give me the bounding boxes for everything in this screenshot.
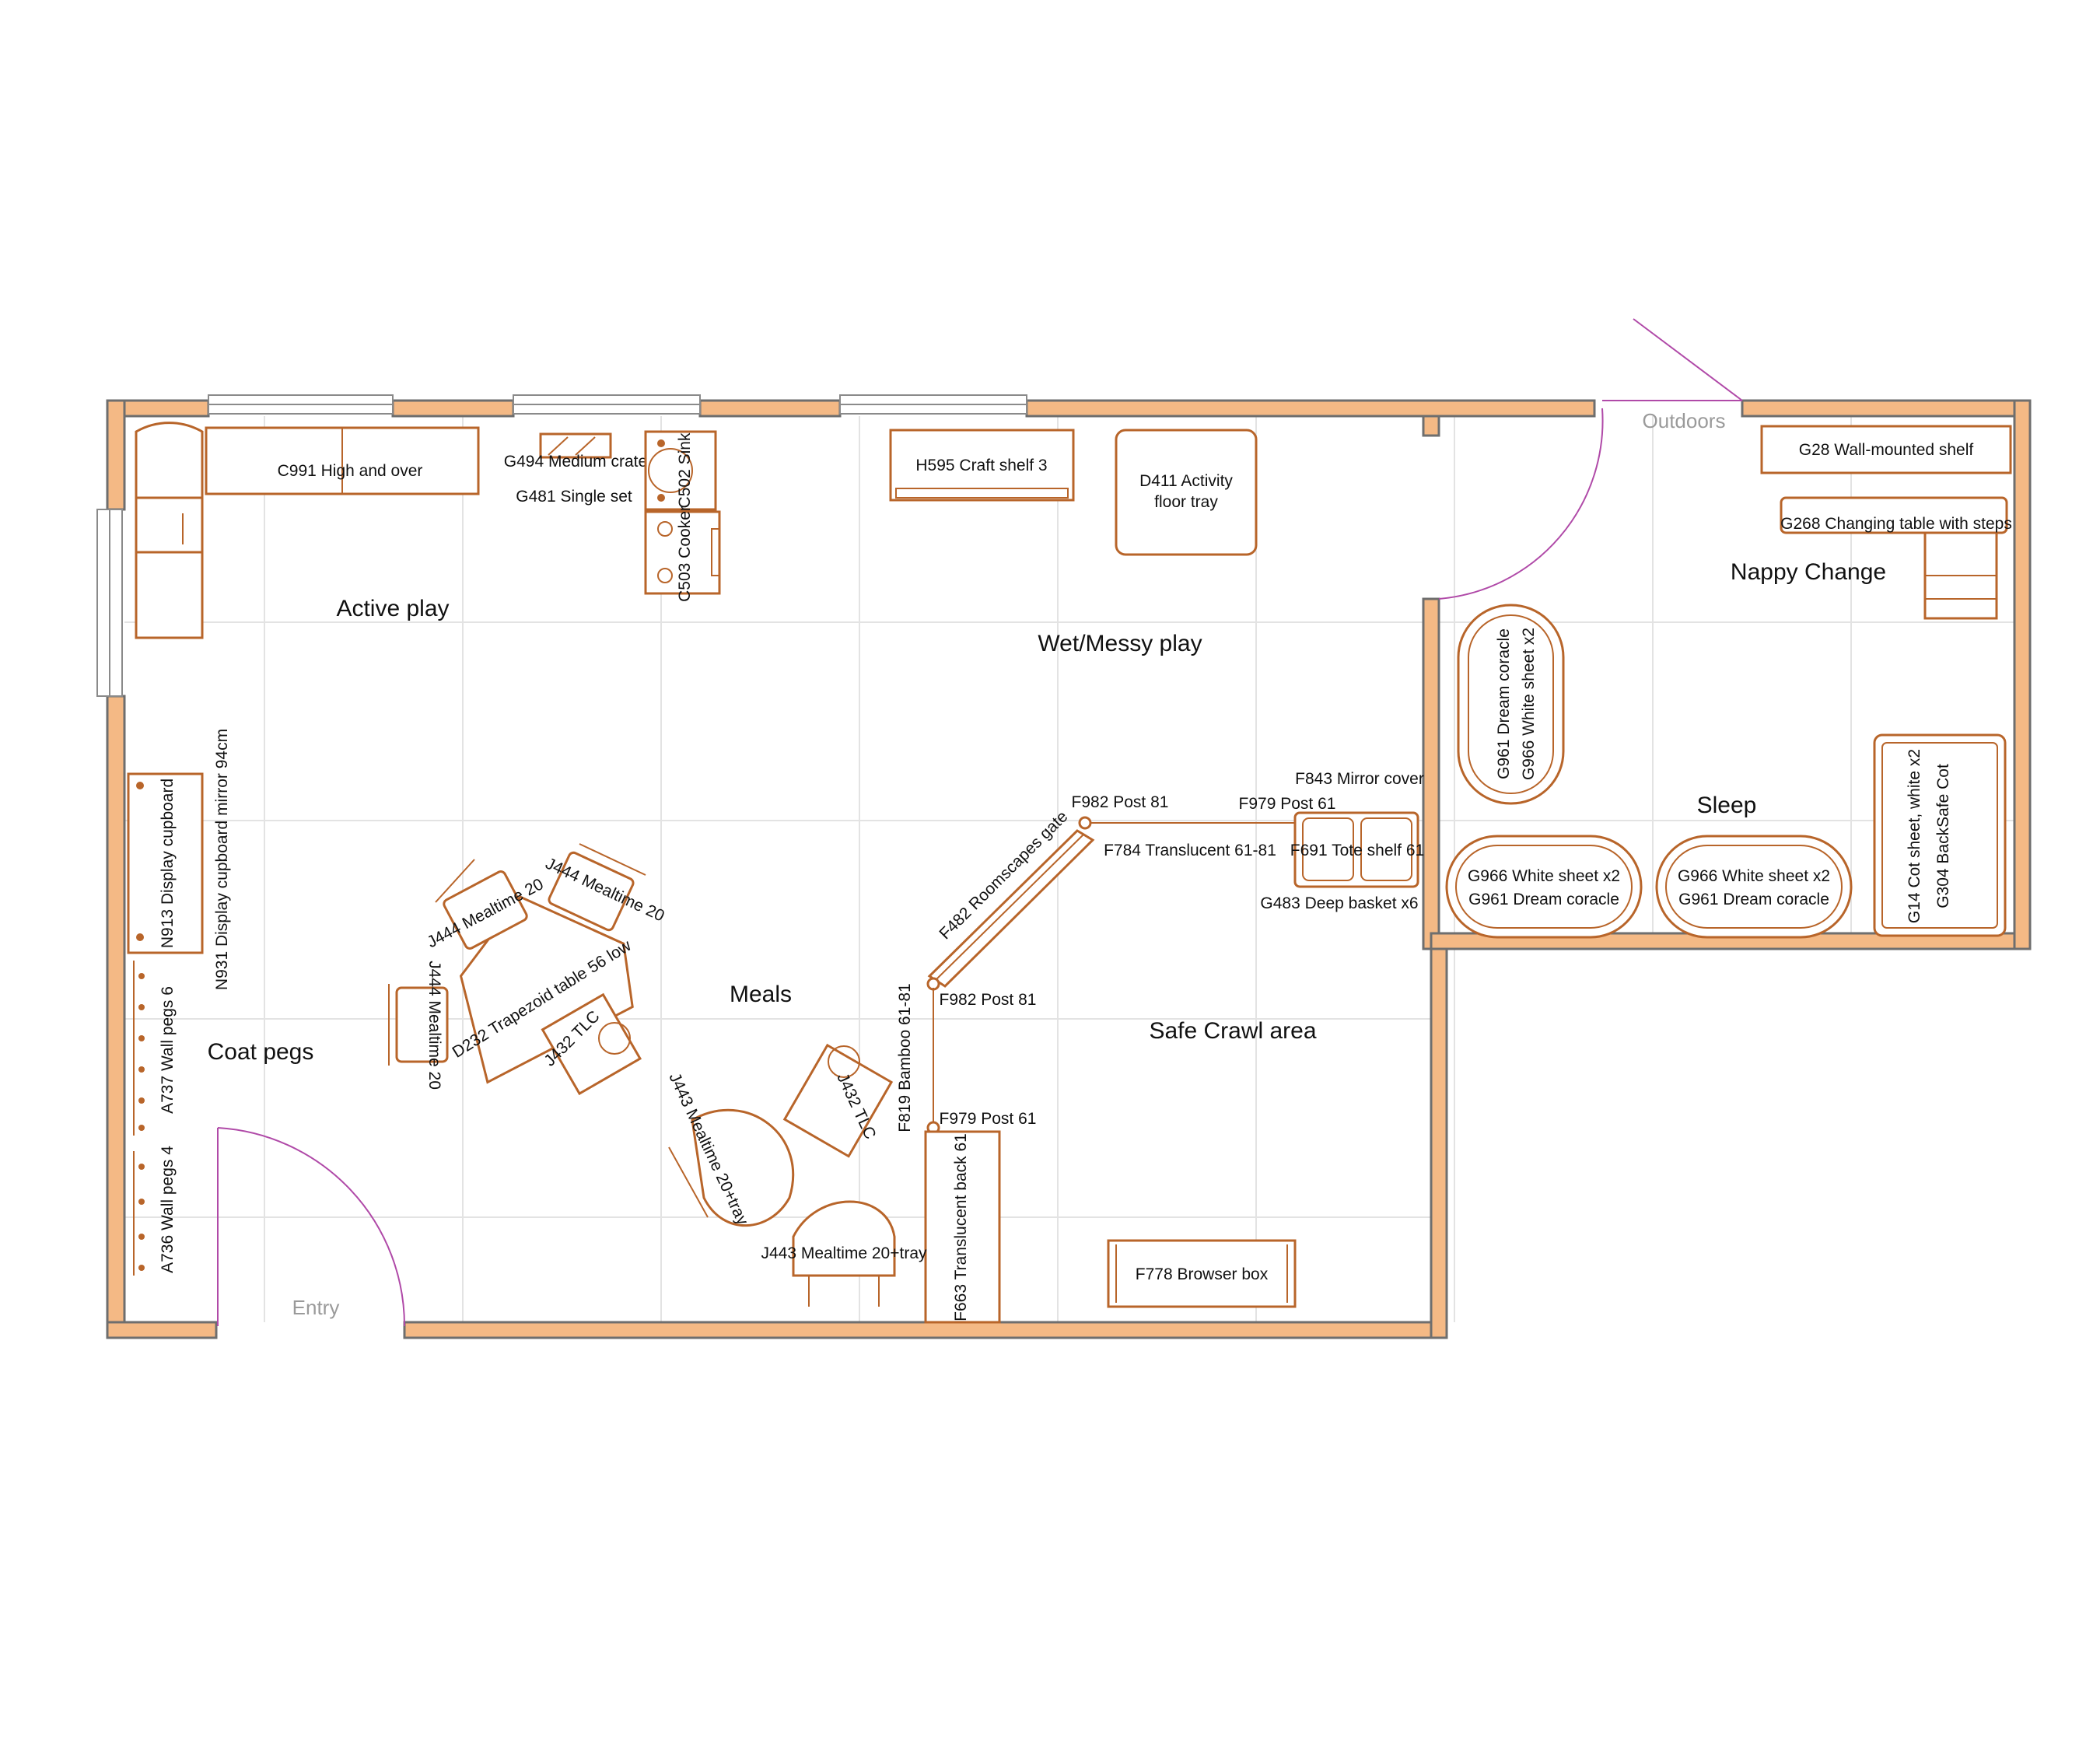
g494-label: G494 Medium crate <box>504 453 647 471</box>
f843-label: F843 Mirror cover <box>1295 770 1424 788</box>
c991-cabinet <box>205 426 480 495</box>
c503-label: C503 Cooker <box>676 506 694 602</box>
c503-cooker <box>644 510 721 595</box>
g483-label: G483 Deep basket x6 <box>1260 894 1418 912</box>
g494-crate <box>539 432 612 459</box>
d411-activity-tray <box>1115 429 1258 556</box>
f691-tote-shelf <box>1293 811 1419 888</box>
g966-a-label: G966 White sheet x2 <box>1468 867 1620 885</box>
g961-v-label: G961 Dream coracle <box>1495 628 1513 779</box>
g966-v-label: G966 White sheet x2 <box>1520 628 1538 780</box>
f778-label: F778 Browser box <box>1136 1265 1269 1283</box>
j443-highchair-a <box>668 1108 795 1227</box>
f979-low-label: F979 Post 61 <box>940 1110 1037 1128</box>
c991-label: C991 High and over <box>278 462 423 480</box>
n913-display-cupboard <box>127 772 204 954</box>
c502-sink <box>644 430 717 511</box>
j443-b-label: J443 Mealtime 20+tray <box>761 1244 927 1262</box>
f691-label: F691 Tote shelf 61 <box>1290 842 1424 859</box>
a737-label: A737 Wall pegs 6 <box>159 986 177 1114</box>
f784-label: F784 Translucent 61-81 <box>1104 842 1276 859</box>
zone-safe-crawl: Safe Crawl area <box>1149 1018 1316 1044</box>
a736-label: A736 Wall pegs 4 <box>159 1146 177 1273</box>
entry-label: Entry <box>292 1296 340 1319</box>
g481-label: G481 Single set <box>516 488 632 506</box>
g28-label: G28 Wall-mounted shelf <box>1799 441 1974 459</box>
j443-highchair-b <box>792 1200 896 1307</box>
j444-chair-a <box>435 859 528 950</box>
g304-backsafe-cot <box>1873 733 2007 937</box>
j432-tlc-b <box>782 1043 894 1158</box>
n931-label: N931 Display cupboard mirror 94cm <box>213 729 231 990</box>
f982-mid-label: F982 Post 81 <box>940 991 1037 1009</box>
j432-tlc-a <box>541 992 642 1096</box>
g966-b-label: G966 White sheet x2 <box>1678 867 1830 885</box>
j444-chair-b <box>548 843 646 932</box>
a737-wall-pegs <box>133 961 145 1136</box>
f663-label: F663 Translucent back 61 <box>952 1133 970 1321</box>
h595-craft-shelf <box>889 429 1075 502</box>
g961-b-label: G961 Dream coracle <box>1678 891 1829 908</box>
h595-label: H595 Craft shelf 3 <box>915 457 1047 474</box>
g961-a-label: G961 Dream coracle <box>1468 891 1619 908</box>
f979-top-label: F979 Post 61 <box>1239 795 1336 813</box>
f982-top-label: F982 Post 81 <box>1072 793 1169 811</box>
d411-label-2: floor tray <box>1154 493 1218 511</box>
corner-cabinet <box>135 422 204 639</box>
j444-c-label: J444 Mealtime 20 <box>425 961 443 1090</box>
n913-label: N913 Display cupboard <box>159 779 177 948</box>
a736-wall-pegs <box>133 1151 145 1276</box>
outdoors-label: Outdoors <box>1643 409 1726 432</box>
j444-chair-c <box>388 984 449 1066</box>
zone-coat-pegs: Coat pegs <box>208 1039 314 1065</box>
entry-door[interactable] <box>217 1127 406 1327</box>
zone-meals: Meals <box>730 982 792 1007</box>
f778-browser-box <box>1107 1239 1297 1308</box>
outdoors-door[interactable] <box>1438 318 1743 600</box>
c502-label: C502 Sink <box>676 432 694 508</box>
g304-label: G304 BackSafe Cot <box>1934 764 1952 908</box>
g268-changing-table <box>1780 496 2008 620</box>
f819-label: F819 Bamboo 61-81 <box>896 983 914 1132</box>
zone-nappy-change: Nappy Change <box>1731 559 1886 585</box>
g966-cot-b <box>1655 835 1853 939</box>
g14-label: G14 Cot sheet, white x2 <box>1906 749 1923 923</box>
g961-vertical-cot <box>1457 604 1565 805</box>
d411-label-1: D411 Activity <box>1139 472 1233 490</box>
g966-cot-a <box>1445 835 1643 939</box>
g28-shelf <box>1760 425 2012 474</box>
zone-active-play: Active play <box>336 596 449 621</box>
g268-label: G268 Changing table with steps <box>1780 515 2012 533</box>
windows <box>96 394 1027 697</box>
zone-wet-messy-play: Wet/Messy play <box>1038 631 1202 656</box>
roomscapes-panels <box>924 816 1314 1324</box>
zone-sleep: Sleep <box>1697 793 1757 818</box>
